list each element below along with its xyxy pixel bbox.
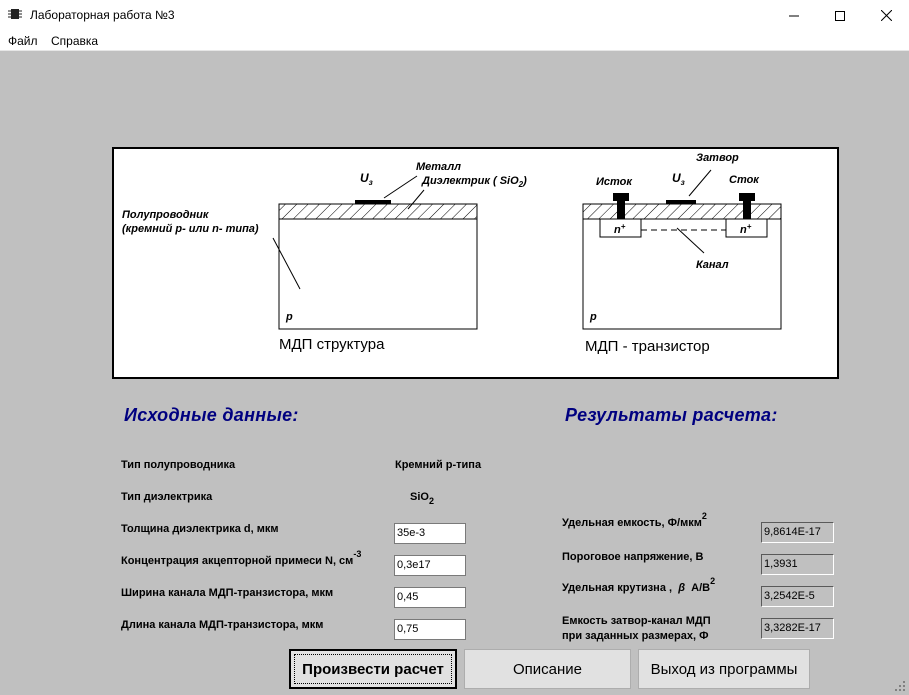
gate-label: Затвор: [696, 152, 739, 164]
description-button-label: Описание: [512, 660, 583, 678]
title-bar: Лабораторная работа №3: [0, 0, 909, 31]
input-data-heading: Исходные данные:: [124, 405, 299, 425]
resize-grip-icon[interactable]: [893, 679, 907, 693]
description-button[interactable]: Описание: [464, 649, 631, 689]
semiconductor-label-line2: (кремний р- или n- типа): [122, 223, 259, 235]
mdp-transistor-caption: МДП - транзистор: [585, 338, 710, 355]
gate-capacitance-label-line1: Емкость затвор-канал МДП: [562, 615, 711, 627]
exit-button[interactable]: Выход из программы: [638, 649, 810, 689]
results-heading: Результаты расчета:: [565, 405, 778, 425]
dielectric-layer: [278, 203, 478, 220]
source-label: Исток: [596, 176, 633, 188]
channel-length-input[interactable]: 0,75: [394, 619, 466, 640]
dielectric-type-value: SiO2: [410, 491, 434, 506]
capacitance-value: 9,8614E-17: [761, 522, 834, 543]
channel-label: Канал: [696, 259, 729, 271]
close-icon: [880, 10, 892, 21]
calculate-button[interactable]: Произвести расчет: [289, 649, 457, 689]
chip-icon[interactable]: [8, 7, 22, 21]
maximize-icon: [835, 10, 845, 21]
left-region-label: p: [285, 311, 293, 323]
mdp-structure-figure: Uз Металл Диэлектрик ( SiO2) Полупроводн…: [122, 161, 527, 353]
source-contact-cap: [613, 193, 629, 201]
transistor-gate-voltage-label: Uз: [672, 171, 685, 187]
channel-width-label: Ширина канала МДП-транзистора, мкм: [121, 587, 334, 599]
gate-capacitance-label-line2: при заданных размерах, Ф: [562, 630, 709, 642]
concentration-label: Концентрация акцепторной примеси N, см-3: [121, 549, 362, 567]
channel-length-label: Длина канала МДП-транзистора, мкм: [121, 619, 324, 631]
drain-contact: [743, 201, 751, 219]
gate-capacitance-value: 3,3282E-17: [761, 618, 834, 639]
calculate-button-label: Произвести расчет: [302, 660, 444, 678]
source-n-plus-label: n+: [614, 222, 626, 236]
exit-button-label: Выход из программы: [650, 660, 798, 678]
gate-voltage-label: Uз: [360, 171, 373, 187]
transconductance-value: 3,2542E-5: [761, 586, 834, 607]
metal-label: Металл: [416, 161, 461, 173]
metal-pointer-line: [383, 175, 418, 199]
capacitance-label: Удельная емкость, Ф/мкм2: [562, 511, 707, 529]
minimize-button[interactable]: [771, 0, 817, 31]
diagram-panel: Uз Металл Диэлектрик ( SiO2) Полупроводн…: [112, 147, 839, 379]
structure-diagram: Uз Металл Диэлектрик ( SiO2) Полупроводн…: [122, 152, 782, 355]
drain-label: Сток: [729, 174, 760, 186]
focus-rect: [294, 654, 452, 684]
channel-width-input[interactable]: 0,45: [394, 587, 466, 608]
gate-pointer-line: [688, 169, 712, 197]
semiconductor-type-label: Тип полупроводника: [121, 459, 236, 471]
thickness-label: Толщина диэлектрика d, мкм: [121, 523, 279, 535]
semiconductor-body: [278, 218, 478, 330]
threshold-value: 1,3931: [761, 554, 834, 575]
source-contact: [617, 201, 625, 219]
semiconductor-pointer-line: [272, 237, 301, 290]
dielectric-label: Диэлектрик ( SiO2): [421, 175, 527, 189]
drain-n-plus-label: n+: [740, 222, 752, 236]
channel-pointer-line: [676, 227, 705, 254]
thickness-input[interactable]: 35e-3: [394, 523, 466, 544]
drain-contact-cap: [739, 193, 755, 201]
dielectric-pointer-line: [407, 189, 425, 210]
right-region-label: p: [589, 311, 597, 323]
close-button[interactable]: [863, 0, 909, 31]
mdp-structure-caption: МДП структура: [279, 336, 385, 353]
transistor-gate: [666, 200, 696, 204]
menu-help[interactable]: Справка: [51, 34, 99, 48]
semiconductor-label-line1: Полупроводник: [122, 209, 210, 221]
semiconductor-type-value: Кремний р-типа: [395, 459, 482, 471]
maximize-button[interactable]: [817, 0, 863, 31]
concentration-input[interactable]: 0,3e17: [394, 555, 466, 576]
metal-gate: [355, 200, 391, 204]
menu-file[interactable]: Файл: [8, 34, 38, 48]
threshold-label: Пороговое напряжение, В: [562, 551, 704, 563]
transconductance-label: Удельная крутизна , β А/В2: [562, 576, 716, 594]
mdp-transistor-figure: Затвор Исток Сток Uз n+ n+ Канал p МДП -…: [582, 152, 782, 355]
dielectric-type-label: Тип диэлектрика: [121, 491, 213, 503]
client-area: Uз Металл Диэлектрик ( SiO2) Полупроводн…: [0, 51, 909, 695]
window-title: Лабораторная работа №3: [30, 8, 175, 22]
minimize-icon: [789, 15, 799, 16]
transistor-dielectric-layer: [582, 203, 782, 220]
menu-bar: Файл Справка: [0, 31, 909, 51]
